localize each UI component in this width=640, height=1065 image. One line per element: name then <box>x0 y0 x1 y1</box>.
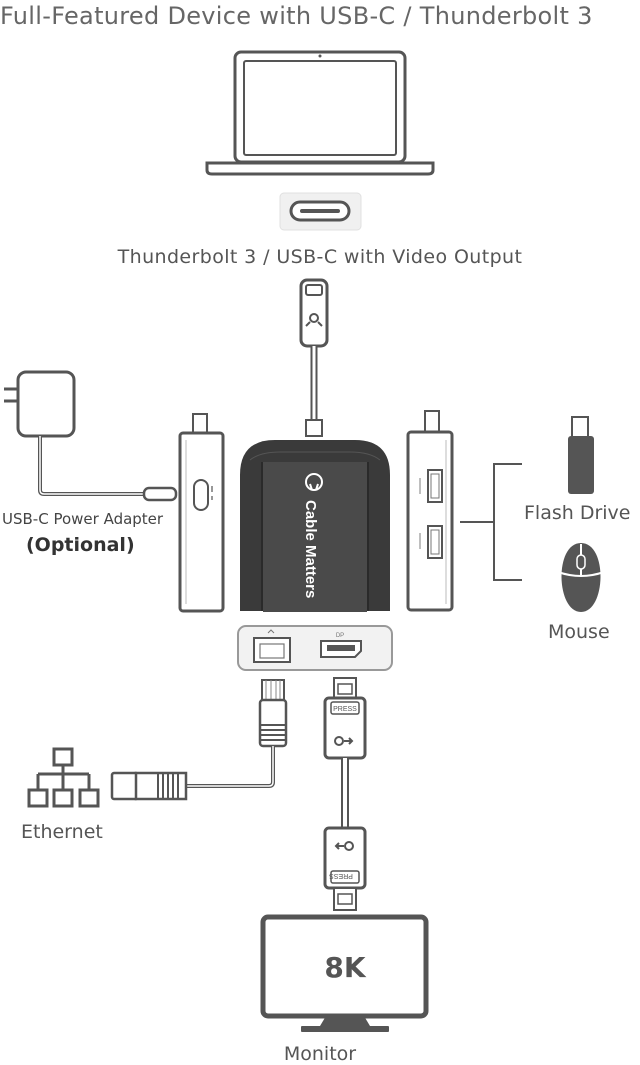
network-icon <box>27 747 100 808</box>
monitor-label: Monitor <box>283 1043 357 1065</box>
mouse-icon <box>557 543 605 612</box>
usb-c-port-icon <box>279 192 362 231</box>
monitor-icon: 8K <box>260 914 429 1032</box>
power-adapter-optional-note: (Optional) <box>26 534 135 556</box>
ethernet-label: Ethernet <box>21 821 103 843</box>
monitor-resolution: 8K <box>324 951 366 984</box>
press-label-bottom: PRESS <box>329 872 353 879</box>
brand-logo-text: Cable Matters <box>302 500 319 598</box>
laptop-icon <box>205 50 435 176</box>
ethernet-cable-icon <box>110 679 288 801</box>
mouse-label: Mouse <box>548 621 610 643</box>
flash-drive-icon <box>568 416 594 494</box>
displayport-cable-icon: PRESS PRESS <box>323 677 367 911</box>
page-title: Full-Featured Device with USB-C / Thunde… <box>0 2 593 30</box>
power-adapter-label: USB-C Power Adapter <box>2 510 164 528</box>
flash-drive-label: Flash Drive <box>524 502 631 524</box>
usb-c-plug-icon <box>299 278 329 437</box>
port-caption: Thunderbolt 3 / USB-C with Video Output <box>117 246 523 268</box>
dp-port-label: DP <box>336 633 344 639</box>
hub-top-view: Cable Matters <box>240 440 390 612</box>
power-adapter-icon <box>4 370 178 502</box>
hub-left-side-view <box>178 413 225 613</box>
hub-front-view: DP <box>237 625 393 671</box>
hub-right-side-view <box>406 410 454 612</box>
usb-port-bracket <box>460 463 522 581</box>
press-label-top: PRESS <box>333 706 357 713</box>
